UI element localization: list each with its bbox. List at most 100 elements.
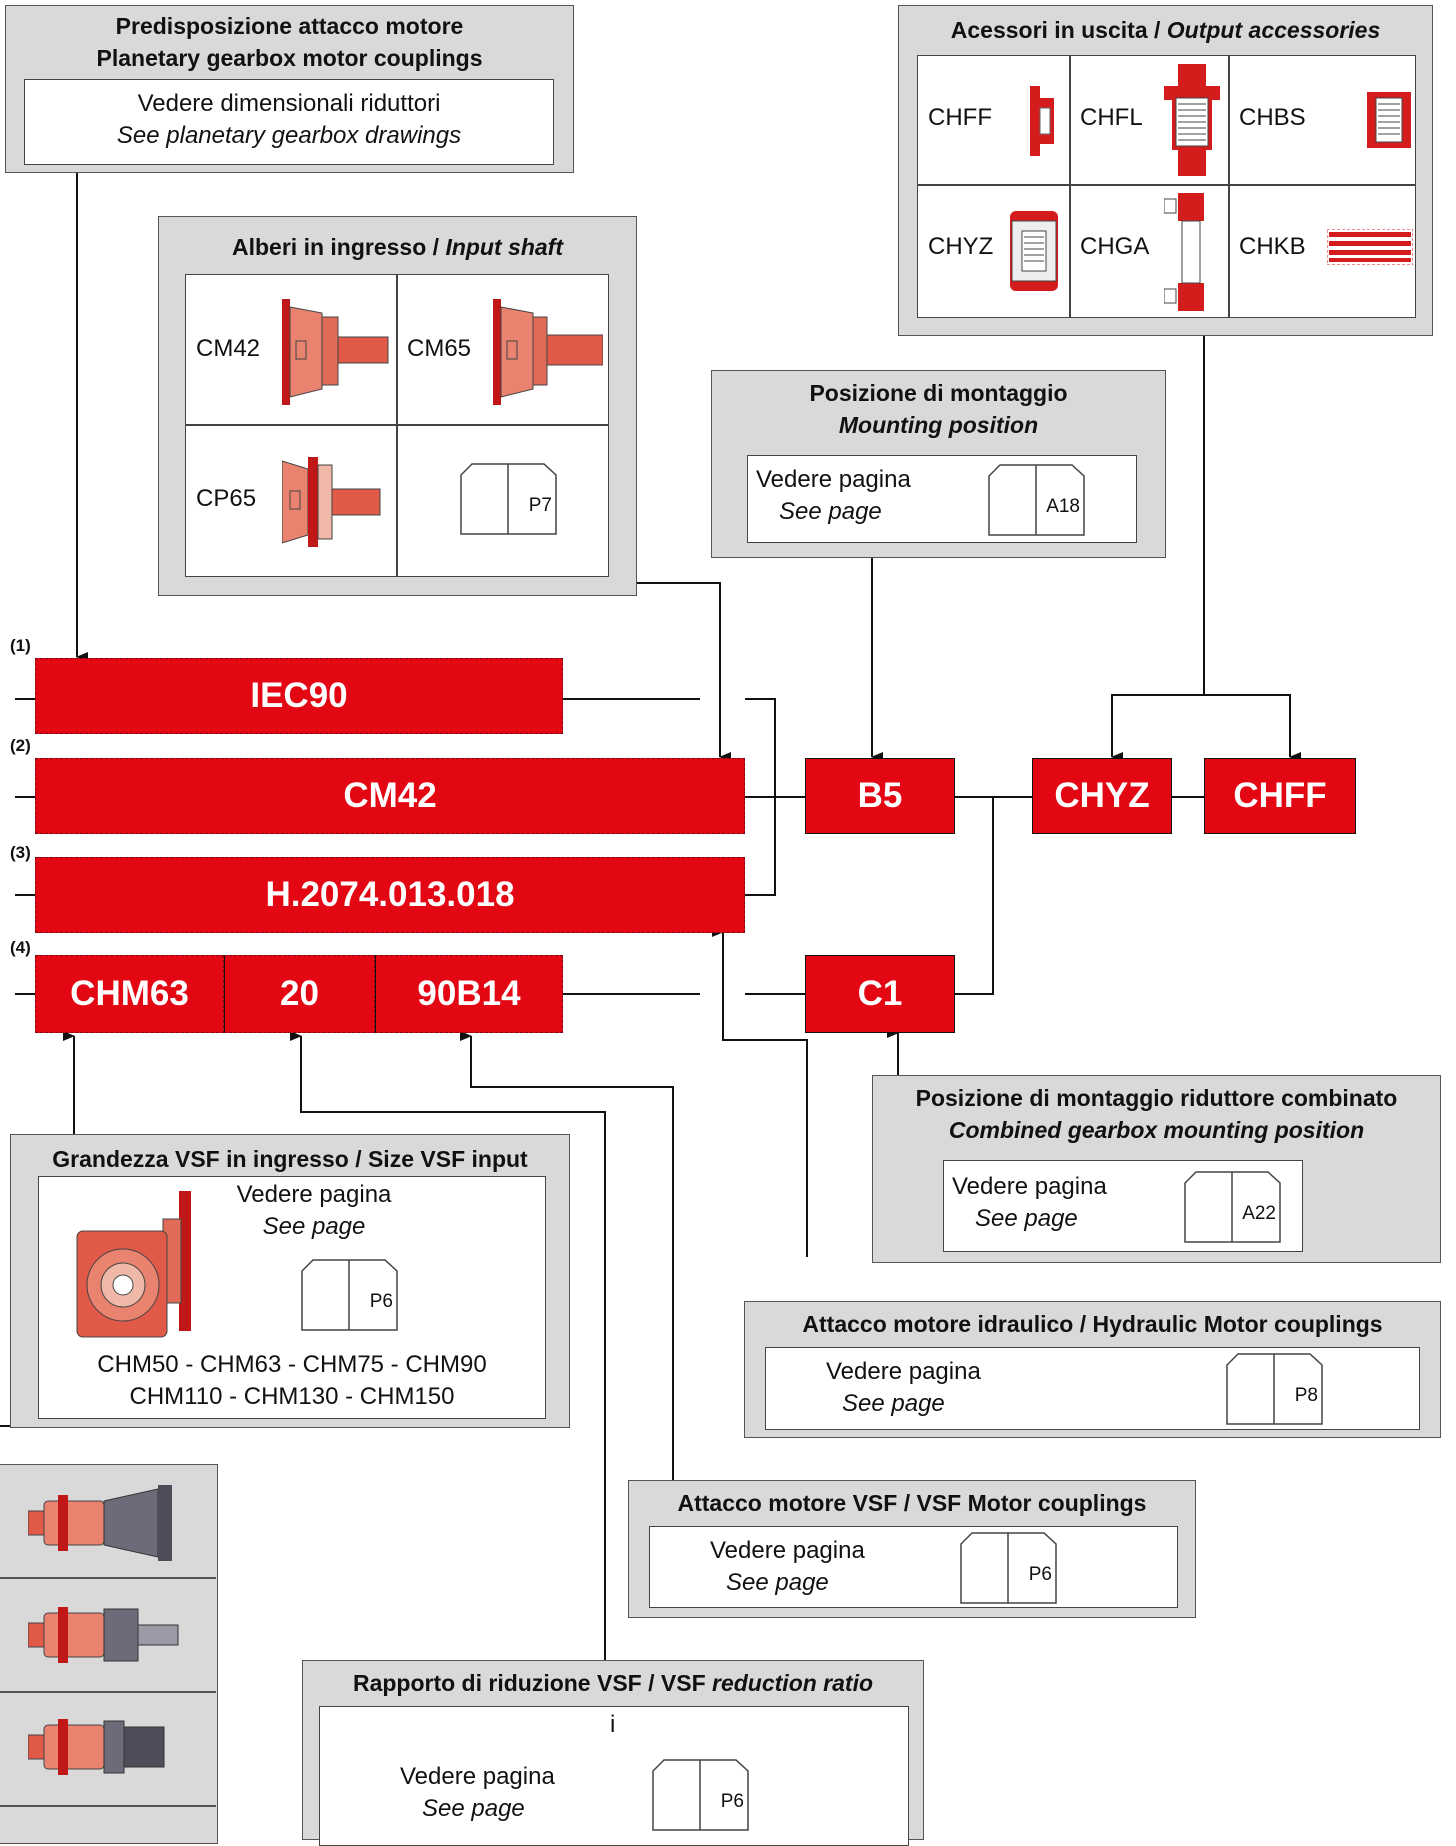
combined-mounting-panel: Posizione di montaggio riduttore combina…	[872, 1075, 1441, 1263]
page-icon	[960, 1532, 1057, 1604]
accessory-chyz[interactable]: CHYZ	[918, 185, 1069, 317]
page-ref[interactable]: P6	[652, 1759, 750, 1831]
subtitle-en: Mounting position	[838, 412, 1039, 438]
shaft-cp65-icon	[282, 457, 381, 547]
accessory-label: CHYZ	[928, 233, 994, 260]
page-icon	[301, 1259, 398, 1331]
accessory-chyz-icon	[1010, 211, 1058, 291]
info-text: Vedere pagina	[826, 1358, 981, 1385]
code-90b14[interactable]: 90B14	[375, 955, 563, 1033]
accessories-grid: CHFF CHFL CHBS	[917, 55, 1416, 318]
shaft-label: CP65	[196, 485, 257, 512]
info-text-en: See page	[975, 1205, 1078, 1232]
row-label-2: (2)	[10, 736, 31, 755]
row-label-1: (1)	[10, 636, 31, 655]
mounting-position-panel: Posizione di montaggio Mounting position…	[711, 370, 1166, 558]
code-chff[interactable]: CHFF	[1204, 758, 1356, 834]
page-ref[interactable]: A18	[988, 464, 1086, 536]
shaft-item-cm65[interactable]: CM65	[397, 275, 608, 424]
accessory-label: CHFL	[1080, 104, 1143, 131]
panel-subtitle: Mounting position	[712, 409, 1165, 441]
ratio-symbol: i	[610, 1711, 616, 1738]
page-icon	[1184, 1171, 1281, 1243]
code-row-cm42[interactable]: CM42	[35, 758, 745, 834]
accessory-chfl[interactable]: CHFL	[1070, 56, 1228, 184]
info-text-en: See page	[726, 1569, 829, 1596]
vsf-motor-coupling-panel: Attacco motore VSF / VSF Motor couplings…	[628, 1480, 1196, 1618]
page-ref[interactable]: P6	[301, 1259, 399, 1331]
code-chyz[interactable]: CHYZ	[1032, 758, 1172, 834]
accessory-label: CHKB	[1239, 233, 1306, 260]
page-number: P7	[528, 495, 552, 516]
panel-subtitle: Planetary gearbox motor couplings	[96, 45, 483, 71]
page-number: A22	[1242, 1203, 1276, 1224]
output-accessories-panel: Acessori in uscita / Output accessories …	[898, 5, 1433, 336]
subtitle-en: Combined gearbox mounting position	[948, 1117, 1365, 1143]
motor-coupling-icon-2[interactable]	[28, 1595, 188, 1675]
panel-title: Attacco motore idraulico / Hydraulic Mot…	[802, 1311, 1383, 1337]
page-ref[interactable]: P6	[960, 1532, 1058, 1604]
shaft-page-ref[interactable]: P7	[397, 425, 608, 576]
planetary-coupling-panel: Predisposizione attacco motore Planetary…	[5, 5, 574, 173]
title-en: reduction ratio	[712, 1670, 874, 1696]
page-icon	[988, 464, 1085, 536]
page-number: P6	[720, 1791, 744, 1812]
accessory-chga-icon	[1164, 193, 1204, 311]
panel-title: Predisposizione attacco motore	[115, 13, 464, 39]
code-b5[interactable]: B5	[805, 758, 955, 834]
code-chm63[interactable]: CHM63	[35, 955, 224, 1033]
shaft-item-cm42[interactable]: CM42	[186, 275, 396, 424]
info-box: Vedere pagina See page P6	[649, 1526, 1178, 1608]
info-text: Vedere pagina	[756, 466, 911, 493]
page-ref[interactable]: P8	[1226, 1353, 1324, 1425]
title-en: Input shaft	[445, 234, 563, 260]
info-text: Vedere dimensionali riduttori	[137, 90, 441, 117]
info-box: Vedere pagina See page A22	[943, 1160, 1303, 1252]
panel-title: Acessori in uscita / Output accessories	[899, 14, 1432, 46]
page-number: P6	[1028, 1564, 1052, 1585]
info-box: Vedere pagina See page P6 CHM50 - CHM63 …	[38, 1176, 546, 1419]
panel-title: Grandezza VSF in ingresso / Size VSF inp…	[52, 1146, 528, 1172]
accessory-chga[interactable]: CHGA	[1070, 185, 1228, 317]
row-label-3: (3)	[10, 843, 31, 862]
shaft-item-cp65[interactable]: CP65	[186, 425, 396, 576]
info-text: Vedere pagina	[236, 1181, 392, 1208]
page-ref[interactable]: A22	[1184, 1171, 1282, 1243]
info-text-en: See page	[262, 1213, 366, 1240]
accessory-chfl-icon	[1164, 64, 1220, 176]
accessory-chff-icon	[1030, 86, 1054, 156]
worm-gearbox-icon	[76, 1191, 191, 1338]
accessory-chkb[interactable]: CHKB	[1229, 185, 1415, 317]
accessory-chff[interactable]: CHFF	[918, 56, 1069, 184]
motor-coupling-table	[0, 1464, 218, 1844]
accessory-label: CHGA	[1080, 233, 1150, 260]
code-row-h2074[interactable]: H.2074.013.018	[35, 857, 745, 933]
code-row-iec90[interactable]: IEC90	[35, 658, 563, 734]
panel-title: Posizione di montaggio	[809, 380, 1068, 406]
page-number: A18	[1046, 496, 1080, 517]
hydraulic-coupling-panel: Attacco motore idraulico / Hydraulic Mot…	[744, 1301, 1441, 1438]
title-en: Output accessories	[1166, 17, 1381, 43]
info-text-en: See planetary gearbox drawings	[116, 122, 462, 149]
motor-coupling-icon-3[interactable]	[28, 1707, 188, 1787]
page-icon	[460, 463, 557, 535]
accessory-chbs[interactable]: CHBS	[1229, 56, 1415, 184]
title-it: Alberi in ingresso /	[232, 234, 446, 260]
input-shaft-panel: Alberi in ingresso / Input shaft CM42 CM…	[158, 216, 637, 596]
panel-subtitle: Combined gearbox mounting position	[873, 1114, 1440, 1146]
panel-title: Posizione di montaggio riduttore combina…	[915, 1085, 1398, 1111]
accessory-label: CHBS	[1239, 104, 1306, 131]
size-list-1: CHM50 - CHM63 - CHM75 - CHM90	[97, 1351, 487, 1378]
info-box: Vedere dimensionali riduttori See planet…	[24, 79, 554, 165]
size-vsf-panel: Grandezza VSF in ingresso / Size VSF inp…	[10, 1134, 570, 1428]
code-ratio-20[interactable]: 20	[224, 955, 375, 1033]
panel-title: Rapporto di riduzione VSF / VSF reductio…	[303, 1667, 923, 1699]
info-box: Vedere pagina See page A18	[747, 455, 1137, 543]
info-text-en: See page	[842, 1390, 945, 1417]
page-ref: P7	[460, 463, 558, 535]
motor-coupling-icon-1[interactable]	[28, 1483, 188, 1563]
shaft-label: CM65	[407, 335, 472, 362]
code-c1[interactable]: C1	[805, 955, 955, 1033]
accessory-chbs-icon	[1367, 92, 1411, 148]
